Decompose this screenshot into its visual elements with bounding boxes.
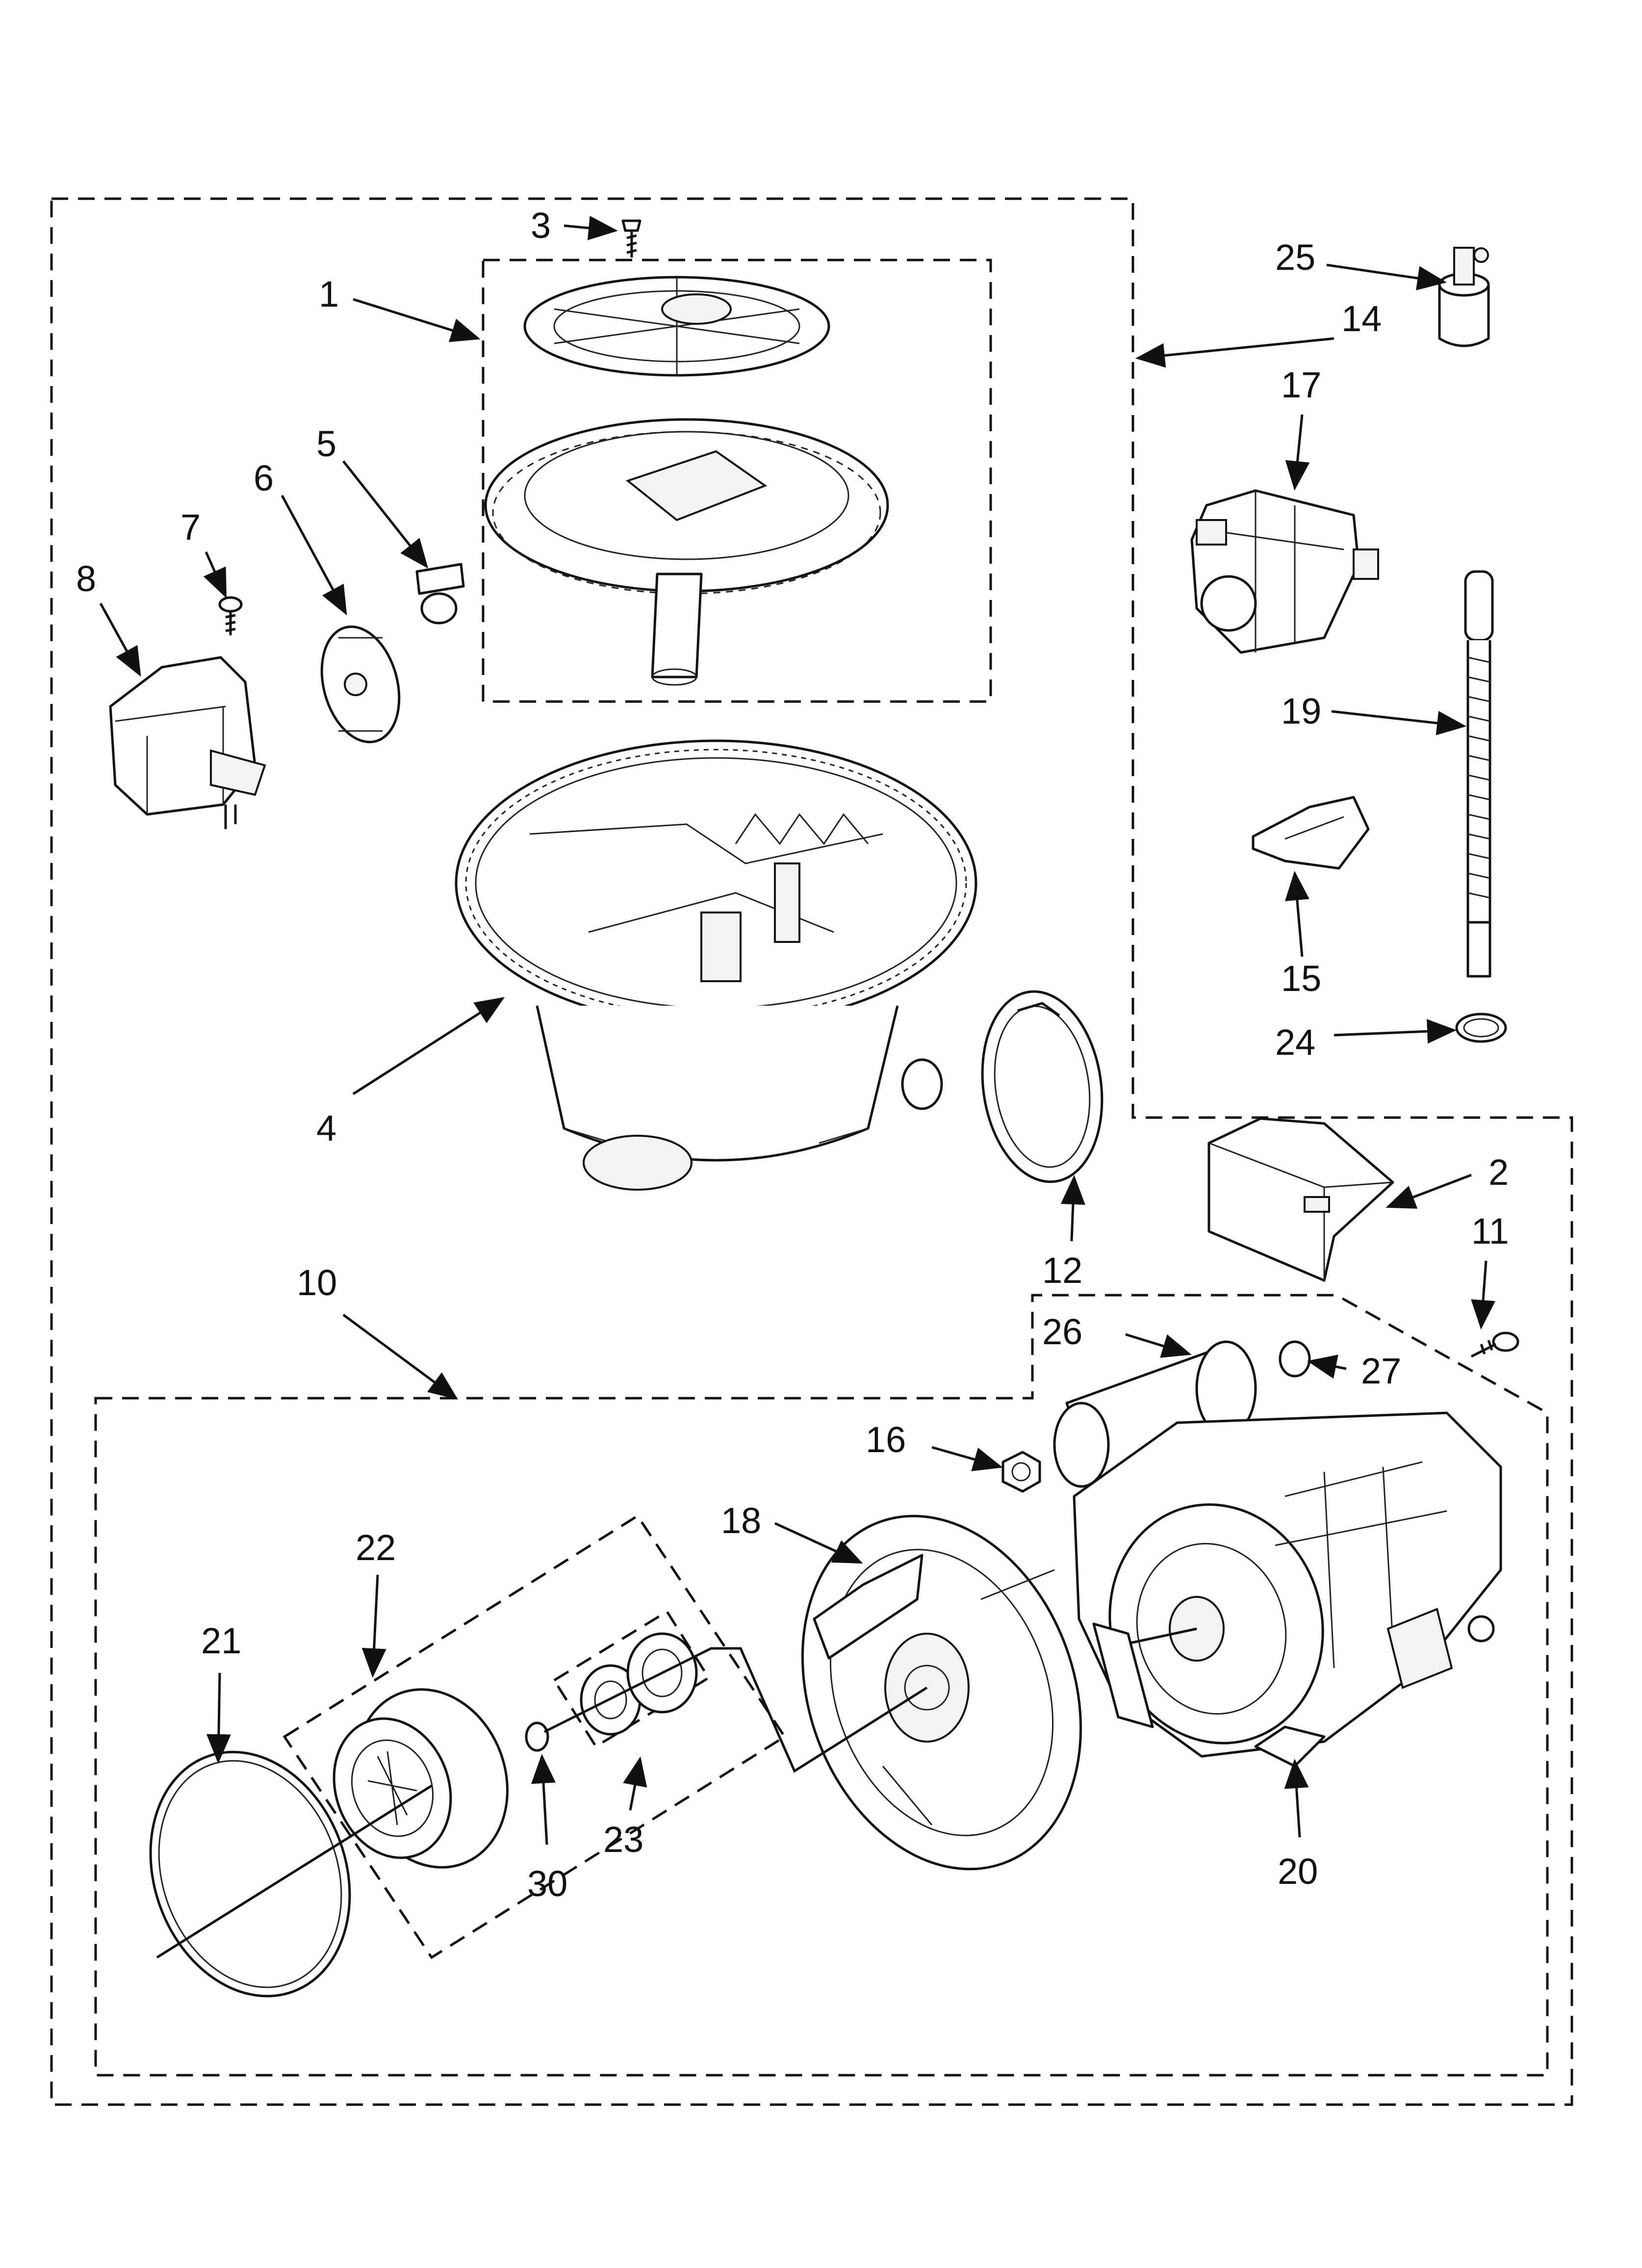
callout-12: 12	[1042, 1250, 1082, 1291]
pump-volute	[801, 1514, 1082, 1871]
callout-2: 2	[1488, 1152, 1509, 1193]
callout-16: 16	[866, 1419, 906, 1460]
impeller-subgroup-boundary	[282, 1514, 787, 1959]
drain-pump	[1190, 489, 1379, 654]
small-clip-part	[415, 563, 465, 625]
sump-gasket-ring	[981, 990, 1103, 1183]
callout-11: 11	[1471, 1211, 1509, 1251]
callout-7: 7	[180, 507, 201, 547]
callout-30: 30	[527, 1863, 567, 1904]
hex-nut	[1001, 1451, 1041, 1493]
callout-25: 25	[1275, 237, 1315, 278]
pressure-sensor	[1438, 247, 1490, 347]
callout-6: 6	[254, 458, 274, 498]
hose-clamp	[1455, 1013, 1507, 1043]
motor-capacitor	[1053, 1340, 1257, 1488]
callout-21: 21	[201, 1620, 241, 1661]
screw-top	[621, 219, 641, 258]
callout-1: 1	[319, 274, 339, 314]
leader-lines	[99, 215, 1495, 1845]
callout-26: 26	[1042, 1311, 1082, 1352]
screw-right	[1470, 1331, 1519, 1358]
pump-gasket-ring	[149, 1750, 351, 1998]
motor-washer	[1279, 1340, 1311, 1378]
impeller-housing	[333, 1688, 509, 1869]
callout-24: 24	[1275, 1022, 1315, 1063]
spray-arm-gear-ring	[484, 418, 889, 686]
diverter-disc	[320, 625, 401, 744]
callout-4: 4	[316, 1108, 336, 1148]
sump-housing	[455, 739, 977, 1191]
hose-bracket	[1252, 796, 1370, 870]
callout-10: 10	[297, 1262, 337, 1303]
pump-group-boundary	[94, 1294, 1549, 2077]
drive-shaft-axis	[156, 1647, 928, 1959]
callout-20: 20	[1278, 1851, 1318, 1892]
callout-8: 8	[76, 558, 96, 599]
callout-27: 27	[1361, 1351, 1401, 1391]
spray-arm-plate	[523, 276, 830, 377]
callout-14: 14	[1341, 298, 1382, 339]
callout-19: 19	[1281, 691, 1321, 731]
seal-subgroup-boundary	[552, 1610, 711, 1748]
drain-hose	[1464, 570, 1494, 978]
screw-left	[218, 596, 243, 635]
callout-3: 3	[531, 205, 551, 246]
diverter-motor	[109, 656, 266, 829]
outer-assembly-boundary	[50, 197, 1573, 2106]
impeller-washer	[525, 1721, 549, 1752]
callout-17: 17	[1281, 365, 1321, 405]
spray-arm-group-boundary	[482, 259, 992, 703]
callout-18: 18	[721, 1500, 761, 1541]
callout-15: 15	[1281, 958, 1321, 999]
wash-motor	[1073, 1411, 1502, 1768]
filter-sensor-housing	[1207, 1117, 1394, 1282]
callout-5: 5	[316, 423, 336, 464]
callout-23: 23	[603, 1819, 643, 1860]
callout-22: 22	[356, 1527, 396, 1568]
